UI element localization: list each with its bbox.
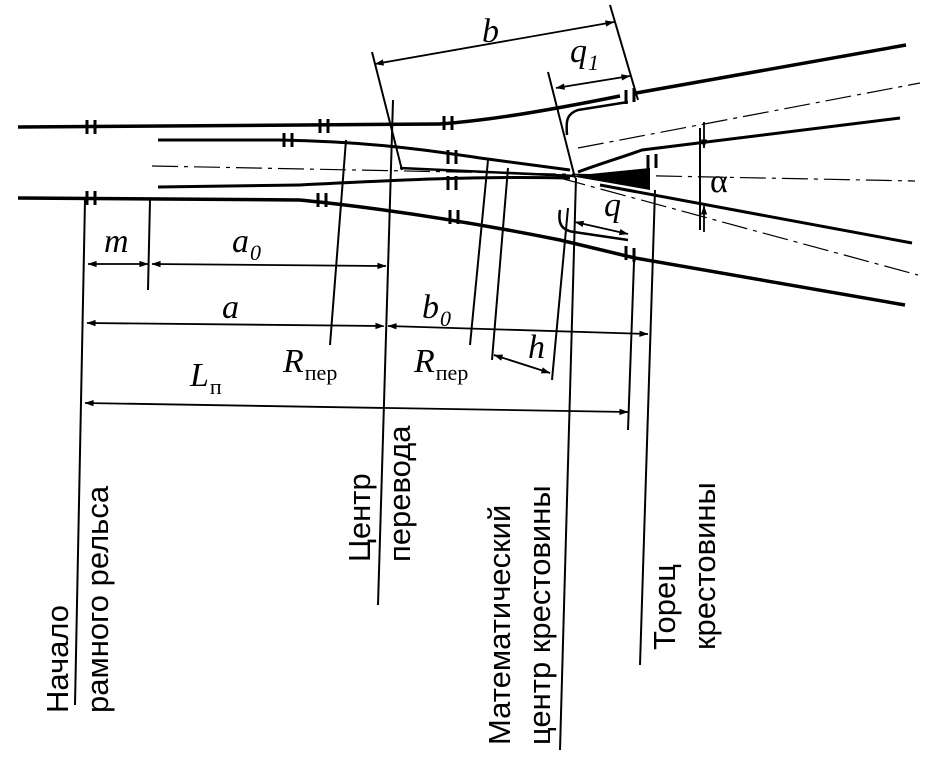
label-math-center-line1: Математический [482, 505, 517, 745]
label-a: a [222, 289, 239, 326]
reference-lines [74, 4, 701, 751]
frog-wing-lower [599, 183, 913, 245]
vertical-labels: Начало рамного рельса Центр перевода Мат… [40, 425, 722, 745]
dim-b0 [387, 323, 649, 337]
diverging-axis-2 [577, 82, 921, 149]
upper-rail-bend [439, 94, 621, 126]
dim-a [86, 319, 385, 330]
label-center: Центр перевода [342, 425, 417, 562]
label-rail-start: Начало рамного рельса [40, 485, 115, 713]
label-Rper-2: Rпер [413, 343, 468, 385]
lower-straight-rail [299, 198, 906, 307]
rail-joints [85, 88, 658, 262]
inner-rail-2 [157, 183, 301, 189]
frog-wing-upper [577, 116, 901, 174]
upper-stock-rail [17, 122, 441, 129]
rper1-leader [329, 139, 347, 346]
label-frog-end: Торец крестовины [647, 482, 722, 650]
rper2-leader [469, 159, 489, 346]
frog-end-line [639, 189, 656, 666]
label-b0: b0 [422, 289, 451, 331]
lower-stock-rail [17, 196, 301, 202]
upper-diverging-rail [635, 43, 907, 95]
dim-q1 [555, 74, 631, 90]
label-alpha: α [710, 163, 728, 200]
label-b: b [482, 13, 499, 50]
b-left-ref [371, 51, 403, 171]
label-center-line1: Центр [342, 473, 377, 562]
ln-right-ref [627, 261, 635, 431]
dim-a0 [151, 260, 387, 270]
math-center-line [559, 177, 577, 751]
b-right-ref [609, 4, 639, 101]
dim-h [493, 354, 551, 374]
diverging-axis-1 [559, 177, 919, 276]
dimension-labels: b q1 α q m a0 a b0 h Lп Rпер Rпер [104, 13, 728, 399]
label-frog-end-line1: Торец [647, 564, 682, 650]
label-rail-start-line1: Начало [40, 605, 75, 713]
h-left-ref [491, 167, 509, 361]
label-h: h [528, 329, 545, 366]
label-a0: a0 [232, 223, 261, 265]
label-q1: q1 [570, 33, 599, 75]
frog-core [570, 168, 650, 190]
inner-rail-1-curve [279, 138, 571, 172]
label-center-line2: перевода [382, 425, 417, 562]
dimension-arrows [84, 20, 708, 416]
inner-rail-2-curve [299, 175, 571, 187]
h-right-ref [551, 207, 569, 381]
label-frog-end-line2: крестовины [687, 482, 722, 650]
label-Rper-1: Rпер [282, 343, 337, 385]
dim-b [374, 20, 615, 66]
check-rail-upper [565, 100, 629, 136]
label-Ln: Lп [189, 357, 222, 399]
m-ref-line [147, 199, 151, 291]
label-math-center-line2: центр крестовины [522, 485, 557, 745]
dim-Ln [84, 399, 629, 416]
label-math-center: Математический центр крестовины [482, 485, 557, 745]
center-line [377, 99, 394, 606]
label-rail-start-line2: рамного рельса [80, 485, 115, 713]
q1-left-ref [547, 71, 576, 179]
straight-axis [151, 165, 916, 182]
label-m: m [104, 223, 129, 260]
rails [17, 43, 921, 307]
rail-start-line [74, 199, 86, 706]
dim-q [574, 220, 629, 236]
label-q: q [604, 187, 621, 224]
